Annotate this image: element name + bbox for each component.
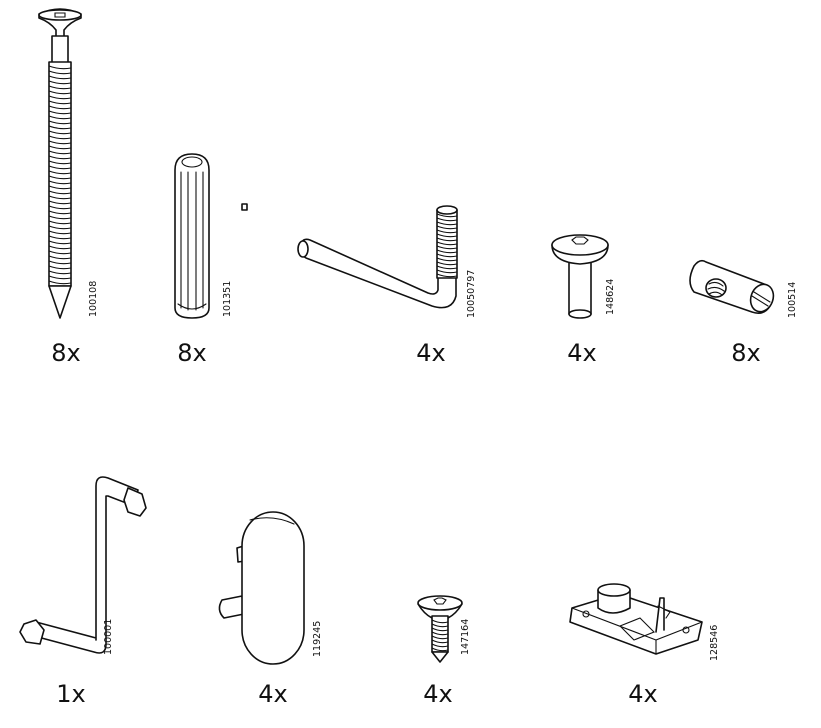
shelf-support-icon bbox=[569, 583, 703, 655]
part-allen-key: 100001 1x bbox=[19, 476, 147, 708]
part-quantity: 4x bbox=[567, 339, 596, 367]
small-mark-icon bbox=[241, 203, 248, 211]
part-small-screw: 147164 4x bbox=[417, 595, 471, 708]
part-code: 100001 bbox=[103, 619, 114, 655]
part-l-bolt: 10050797 4x bbox=[297, 205, 477, 367]
part-quantity: 1x bbox=[56, 680, 85, 708]
part-code: 128546 bbox=[709, 625, 720, 661]
part-quantity: 8x bbox=[51, 339, 80, 367]
connector-bolt-icon bbox=[551, 234, 609, 319]
barrel-nut-icon bbox=[689, 259, 775, 314]
part-quantity: 4x bbox=[416, 339, 445, 367]
part-code: 148624 bbox=[605, 279, 616, 315]
allen-key-icon bbox=[19, 476, 147, 654]
part-code: 100108 bbox=[88, 281, 99, 317]
part-quantity: 4x bbox=[258, 680, 287, 708]
part-code: 10050797 bbox=[466, 270, 477, 318]
wooden-dowel-icon bbox=[174, 153, 210, 319]
long-screw-icon bbox=[38, 8, 82, 319]
part-barrel-nut: 100514 8x bbox=[689, 259, 798, 367]
part-quantity: 8x bbox=[177, 339, 206, 367]
part-code: 147164 bbox=[460, 619, 471, 655]
plastic-cap-icon bbox=[218, 511, 305, 665]
small-screw-icon bbox=[417, 595, 463, 663]
part-code: 101351 bbox=[222, 281, 233, 317]
part-quantity: 8x bbox=[731, 339, 760, 367]
part-shelf-support: 128546 4x bbox=[569, 583, 720, 708]
part-quantity: 4x bbox=[628, 680, 657, 708]
part-connector-bolt: 148624 4x bbox=[551, 234, 616, 367]
part-long-screw: 100108 8x bbox=[38, 8, 99, 367]
part-wooden-dowel: 101351 8x bbox=[174, 153, 248, 367]
part-quantity: 4x bbox=[423, 680, 452, 708]
part-code: 119245 bbox=[312, 621, 323, 657]
part-plastic-cap: 119245 4x bbox=[218, 511, 323, 708]
part-code: 100514 bbox=[787, 282, 798, 318]
l-bolt-icon bbox=[297, 205, 458, 309]
